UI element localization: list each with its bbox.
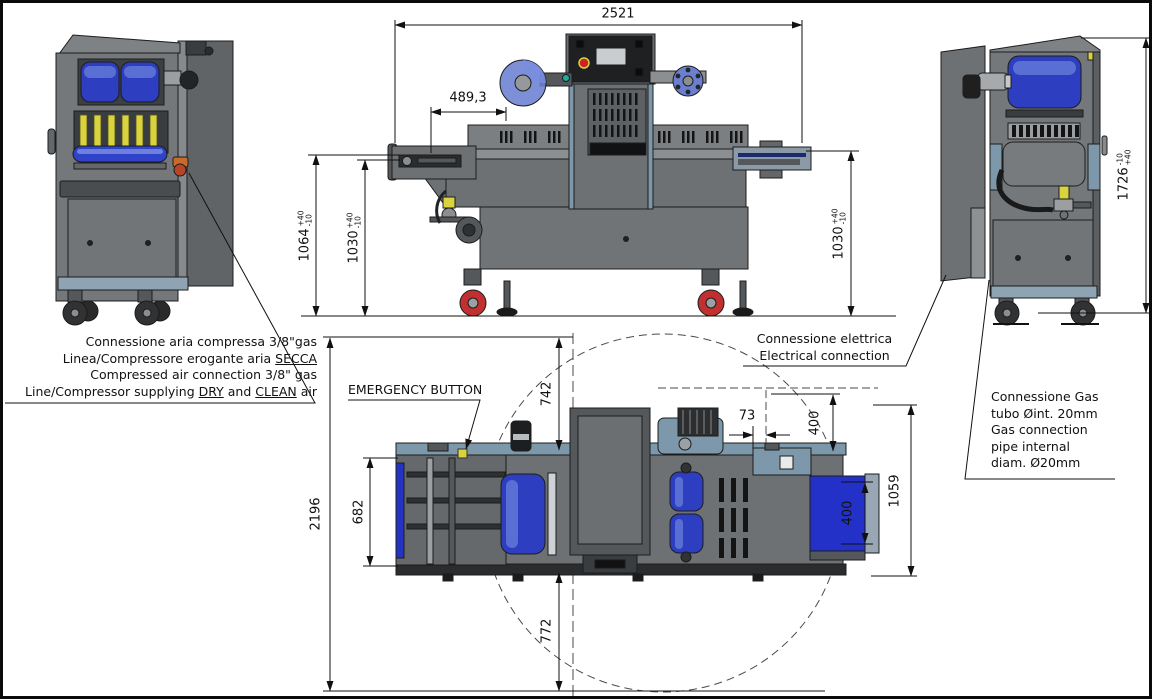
gas-connection-label: Connessione Gas tubo Øint. 20mm Gas conn…	[991, 389, 1099, 470]
dim-plan-73: 73	[738, 408, 756, 424]
dimension-layer	[5, 20, 1149, 692]
emergency-button-label: EMERGENCY BUTTON	[348, 382, 483, 397]
dim-plan-1059: 1059	[887, 474, 903, 508]
dim-height-1064: 1064+40-10	[296, 210, 314, 262]
dim-plan-400-conveyor: 400	[840, 500, 856, 526]
dim-plan-400-top: 400	[807, 410, 823, 436]
electrical-leader	[743, 274, 947, 367]
plan-view	[395, 407, 880, 582]
dim-reel-offset: 489,3	[449, 90, 487, 106]
dim-plan-total: 2196	[308, 497, 324, 531]
gas-leader	[964, 279, 1115, 480]
dim-plan-682: 682	[351, 499, 367, 525]
dim-plan-772: 772	[539, 618, 555, 644]
side-view-left	[47, 34, 234, 326]
side-view-right	[940, 35, 1108, 326]
dim-plan-742: 742	[539, 381, 555, 407]
air-connection-label: Connessione aria compressa 3/8"gas Linea…	[25, 334, 317, 399]
electrical-connection-label: Connessione elettrica Electrical connect…	[756, 331, 893, 363]
air-leader	[5, 172, 316, 404]
emergency-button-plan	[457, 448, 468, 459]
outfeed-conveyor-plan	[809, 475, 866, 552]
panel-emergency-button	[578, 57, 590, 69]
dim-height-1030-right: 1030+40-10	[830, 208, 848, 260]
brand-badge	[589, 142, 647, 156]
hmi-screen	[595, 47, 627, 66]
dim-height-1030-left: 1030+40-10	[345, 212, 363, 264]
dim-height-1726: 1726-10+40	[1115, 149, 1133, 201]
dim-overall-width: 2521	[601, 6, 635, 22]
front-view	[387, 33, 812, 317]
emergency-leader	[348, 399, 481, 450]
